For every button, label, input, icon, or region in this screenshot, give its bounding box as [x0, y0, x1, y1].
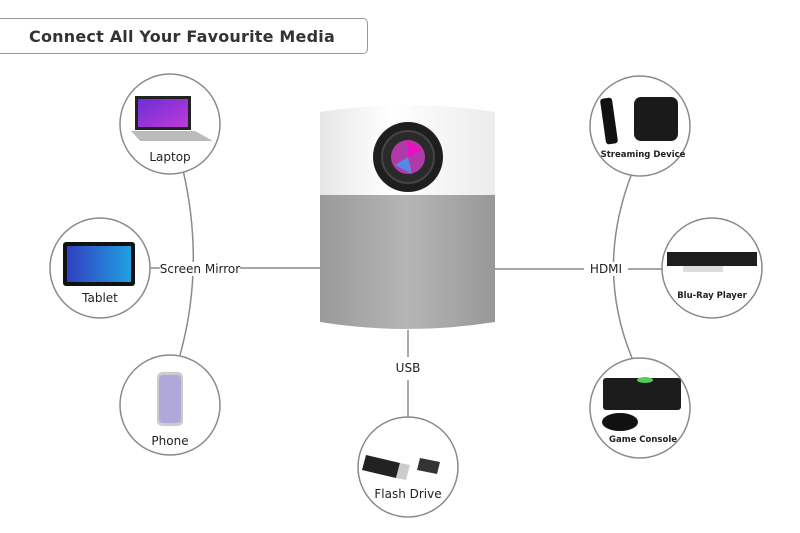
tablet-icon — [63, 242, 135, 286]
usb-label: USB — [395, 361, 421, 375]
phone-label: Phone — [151, 434, 189, 448]
flash-drive-label: Flash Drive — [374, 487, 442, 501]
game-console-label: Game Console — [609, 435, 677, 445]
flash-drive-icon — [362, 455, 440, 480]
laptop-icon — [131, 96, 213, 141]
page-title: Connect All Your Favourite Media — [0, 18, 368, 54]
streaming-device-icon — [600, 97, 678, 145]
tablet-label: Tablet — [82, 291, 118, 305]
screen-mirror-label: Screen Mirror — [159, 262, 241, 276]
projector-image — [320, 105, 495, 329]
game-console-icon — [602, 377, 681, 431]
laptop-label: Laptop — [149, 150, 191, 164]
blu-ray-player-icon — [667, 252, 757, 272]
blu-ray-player-label: Blu-Ray Player — [677, 291, 747, 301]
streaming-device-label: Streaming Device — [600, 150, 686, 160]
hdmi-label: HDMI — [589, 262, 623, 276]
phone-icon — [157, 372, 183, 426]
